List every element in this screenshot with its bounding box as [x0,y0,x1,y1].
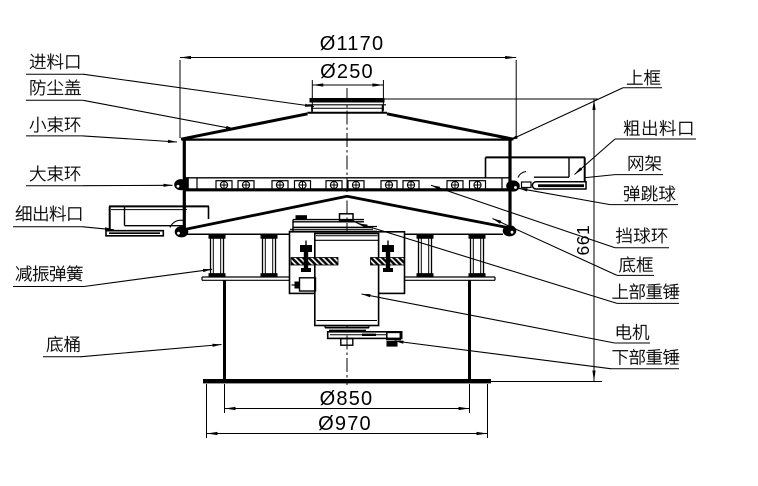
svg-text:Ø850: Ø850 [320,388,374,410]
svg-text:Ø1170: Ø1170 [320,33,385,55]
svg-text:Ø250: Ø250 [320,61,374,83]
svg-text:Ø970: Ø970 [318,413,372,435]
svg-text:661: 661 [573,225,593,256]
